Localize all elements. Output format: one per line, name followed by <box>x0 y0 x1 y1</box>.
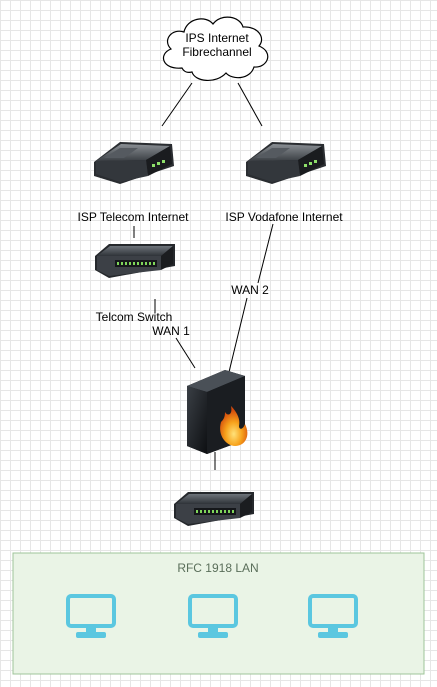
switch-icon <box>95 244 175 278</box>
monitor-icon <box>66 594 116 638</box>
lan-label: RFC 1918 LAN <box>177 561 258 575</box>
telcom-switch-label: Telcom Switch <box>96 310 173 324</box>
wan1-line <box>175 337 196 369</box>
wan1-label: WAN 1 <box>152 324 190 338</box>
wan2-label: WAN 2 <box>231 283 269 297</box>
cloud-to-vodafone-line <box>237 82 263 127</box>
wan2-line-upper <box>257 223 274 284</box>
wan2-line-lower <box>228 297 248 373</box>
firewall-icon <box>187 370 248 454</box>
modem-icon <box>246 142 326 184</box>
connections <box>133 82 274 470</box>
monitor-icon <box>188 594 238 638</box>
monitor-icon <box>308 594 358 638</box>
switch-icon <box>174 492 254 526</box>
cloud-icon: IPS Internet Fibrechannel <box>162 16 269 81</box>
cloud-to-telecom-line <box>161 82 193 127</box>
modem-telecom-label: ISP Telecom Internet <box>78 210 190 224</box>
cloud-label-line1: IPS Internet <box>185 31 249 45</box>
modem-vodafone-label: ISP Vodafone Internet <box>225 210 343 224</box>
modem-icon <box>94 142 174 184</box>
cloud-label-line2: Fibrechannel <box>182 45 251 59</box>
